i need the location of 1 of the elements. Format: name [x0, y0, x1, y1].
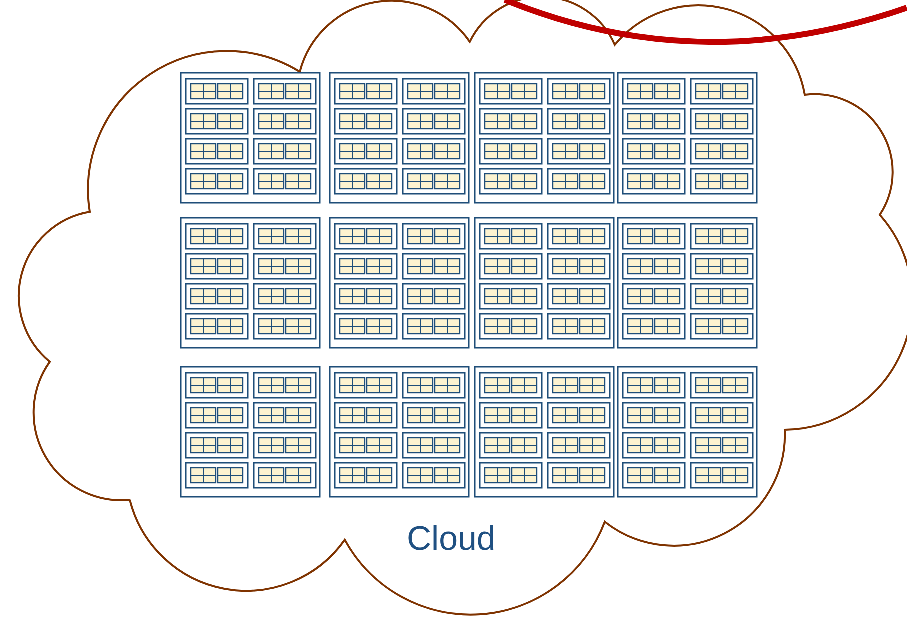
cloud-label: Cloud	[407, 520, 496, 559]
